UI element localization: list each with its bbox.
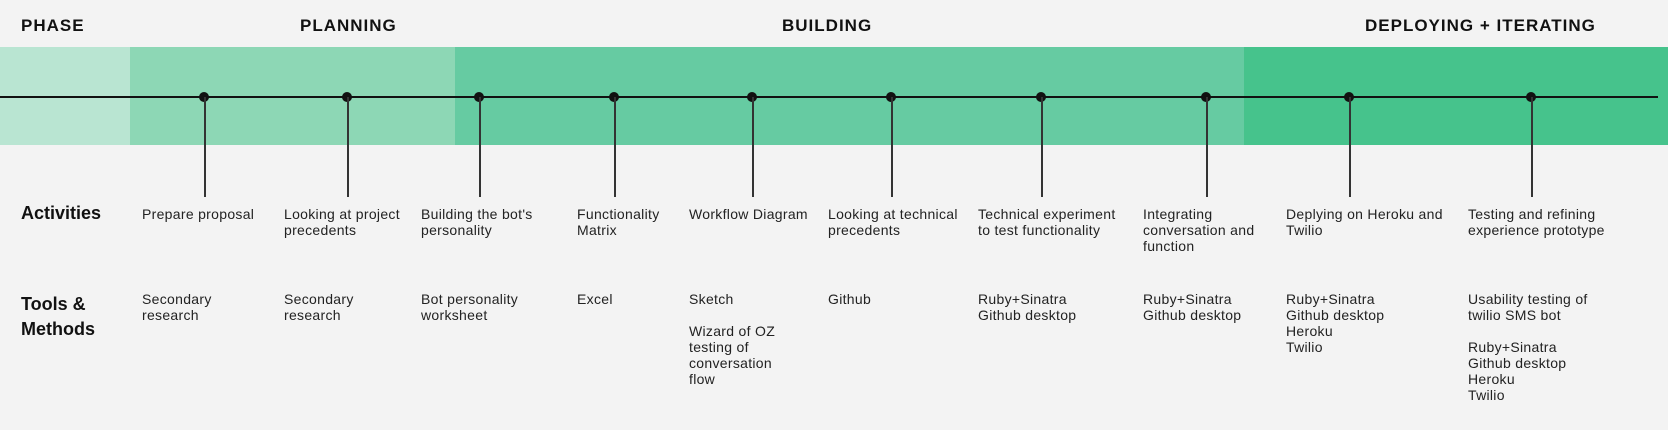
- activity-text: Looking at project precedents: [284, 206, 400, 238]
- activity-text: Technical experiment to test functionali…: [978, 206, 1116, 238]
- tools-text: Ruby+Sinatra Github desktop: [978, 291, 1077, 323]
- activity-text: Prepare proposal: [142, 206, 255, 222]
- timeline-stem: [1206, 97, 1208, 197]
- tools-text: Usability testing of twilio SMS bot Ruby…: [1468, 291, 1588, 403]
- activity-text: Workflow Diagram: [689, 206, 808, 222]
- activity-text: Building the bot's personality: [421, 206, 533, 238]
- tools-text: Github: [828, 291, 872, 307]
- activity-text: Integrating conversation and function: [1143, 206, 1255, 254]
- timeline-stem: [347, 97, 349, 197]
- timeline-stem: [204, 97, 206, 197]
- timeline-stem: [479, 97, 481, 197]
- row-label-activities: Activities: [21, 203, 102, 223]
- activity-text: Looking at technical precedents: [828, 206, 958, 238]
- timeline-stem: [1349, 97, 1351, 197]
- phase-header: PHASE: [21, 16, 85, 35]
- phase-label-deploying: DEPLOYING + ITERATING: [1365, 16, 1596, 35]
- activity-text: Functionality Matrix: [577, 206, 660, 238]
- timeline-stem: [614, 97, 616, 197]
- tools-text: Ruby+Sinatra Github desktop: [1143, 291, 1242, 323]
- tools-text: Ruby+Sinatra Github desktop Heroku Twili…: [1286, 291, 1385, 355]
- timeline-stem: [1041, 97, 1043, 197]
- tools-text: Secondary research: [284, 291, 354, 323]
- timeline-stem: [752, 97, 754, 197]
- activity-text: Testing and refining experience prototyp…: [1468, 206, 1605, 238]
- tools-text: Sketch Wizard of OZ testing of conversat…: [689, 291, 776, 387]
- tools-text: Bot personality worksheet: [421, 291, 519, 323]
- tools-text: Excel: [577, 291, 613, 307]
- tools-text: Secondary research: [142, 291, 212, 323]
- timeline-stem: [1531, 97, 1533, 197]
- timeline-stem: [891, 97, 893, 197]
- activity-text: Deplying on Heroku and Twilio: [1286, 206, 1443, 238]
- timeline-line: [0, 96, 1658, 98]
- row-label-tools-methods: Tools & Methods: [21, 294, 95, 339]
- phase-label-planning: PLANNING: [300, 16, 397, 35]
- phase-label-building: BUILDING: [782, 16, 873, 35]
